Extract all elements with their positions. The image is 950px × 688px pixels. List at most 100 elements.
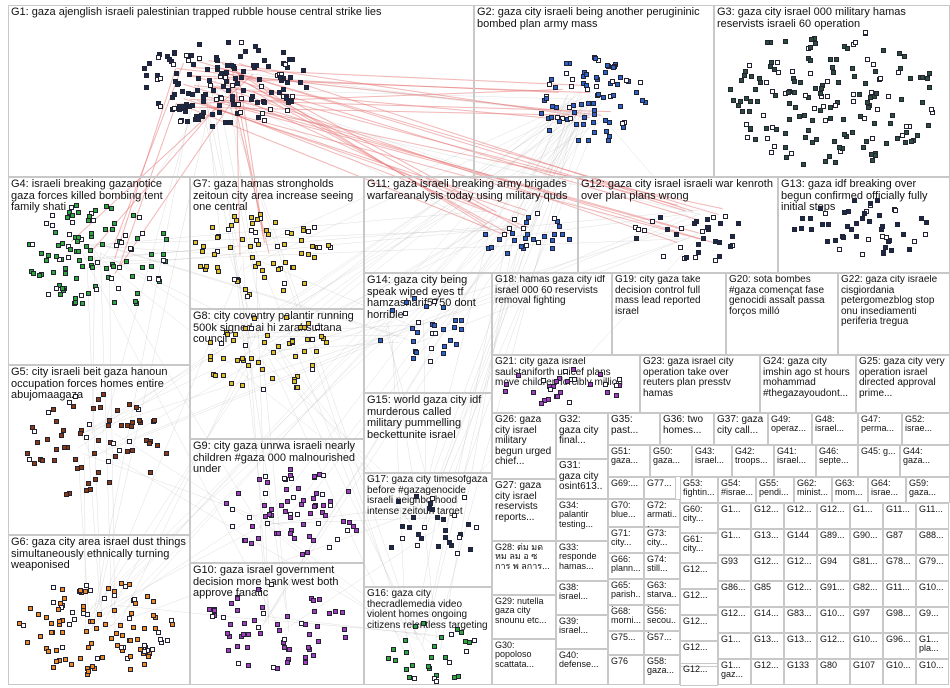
group-cell-g73[interactable]: G73: city... [644,527,680,553]
graph-node[interactable] [503,381,509,387]
graph-node[interactable] [765,135,771,141]
graph-node[interactable] [429,654,435,660]
graph-node[interactable] [457,534,463,540]
graph-node[interactable] [842,131,848,137]
graph-node[interactable] [845,46,851,52]
graph-node[interactable] [192,239,198,245]
graph-node[interactable] [109,205,115,211]
graph-node[interactable] [164,638,170,644]
small-group-cell[interactable]: G107 [850,659,883,685]
graph-node[interactable] [229,381,235,387]
small-group-cell[interactable]: G12... [784,581,817,607]
graph-node[interactable] [448,631,454,637]
graph-node[interactable] [614,81,620,87]
graph-node[interactable] [269,375,275,381]
graph-node[interactable] [228,222,234,228]
graph-node[interactable] [609,79,615,85]
graph-node[interactable] [59,586,65,592]
graph-node[interactable] [259,366,265,372]
graph-node[interactable] [211,88,217,94]
small-group-cell[interactable]: G82... [850,581,883,607]
graph-node[interactable] [414,542,420,548]
graph-node[interactable] [62,656,68,662]
group-cell-g26[interactable]: G26: gaza city israel military begun urg… [492,413,556,479]
graph-node[interactable] [130,624,136,630]
graph-node[interactable] [311,473,317,479]
graph-node[interactable] [742,73,748,79]
graph-node[interactable] [225,88,231,94]
graph-node[interactable] [108,275,114,281]
small-group-cell[interactable]: G1... [718,633,751,659]
group-cell-g34[interactable]: G34: palantir testing... [556,499,608,541]
graph-node[interactable] [50,584,56,590]
graph-node[interactable] [745,134,751,140]
graph-node[interactable] [146,60,152,66]
graph-node[interactable] [299,238,305,244]
graph-node[interactable] [833,237,839,243]
graph-node[interactable] [560,232,566,238]
graph-node[interactable] [576,138,582,144]
graph-node[interactable] [237,54,243,60]
graph-node[interactable] [291,264,297,270]
graph-node[interactable] [865,105,871,111]
graph-node[interactable] [426,505,432,511]
graph-node[interactable] [296,485,302,491]
small-group-cell[interactable]: G133 [784,659,817,685]
graph-node[interactable] [56,257,62,263]
graph-node[interactable] [861,211,867,217]
graph-node[interactable] [431,298,437,304]
graph-node[interactable] [723,213,729,219]
graph-node[interactable] [618,104,624,110]
graph-node[interactable] [167,57,173,63]
graph-node[interactable] [235,607,241,613]
graph-node[interactable] [314,623,320,629]
graph-node[interactable] [264,480,270,486]
graph-node[interactable] [283,259,289,265]
graph-node[interactable] [749,73,755,79]
graph-node[interactable] [606,120,612,126]
graph-node[interactable] [459,327,465,333]
group-cell-g77[interactable]: G77... [644,477,676,499]
small-group-cell[interactable]: G12... [751,555,784,581]
graph-node[interactable] [118,240,124,246]
graph-node[interactable] [73,393,79,399]
graph-node[interactable] [841,116,847,122]
graph-node[interactable] [294,385,300,391]
group-cell-g36[interactable]: G36: two homes... [660,413,714,445]
graph-node[interactable] [293,354,299,360]
graph-node[interactable] [603,117,609,123]
graph-node[interactable] [255,114,261,120]
graph-node[interactable] [864,99,870,105]
small-group-cell[interactable]: G12... [680,663,718,686]
graph-node[interactable] [116,447,122,453]
graph-node[interactable] [897,51,903,57]
graph-node[interactable] [268,582,274,588]
group-cell-g3[interactable]: G3: gaza city israel 000 military hamas … [714,5,950,177]
graph-node[interactable] [48,621,54,627]
group-cell-g19[interactable]: G19: city gaza take decision control ful… [612,273,726,355]
graph-node[interactable] [53,229,59,235]
graph-node[interactable] [72,616,78,622]
small-group-cell[interactable]: G1... [718,503,751,529]
graph-node[interactable] [619,120,625,126]
graph-node[interactable] [512,238,518,244]
graph-node[interactable] [825,93,831,99]
graph-node[interactable] [301,349,307,355]
group-cell-g17[interactable]: G17: gaza city timesofgaza before #gazag… [364,473,492,587]
graph-node[interactable] [823,117,829,123]
graph-node[interactable] [883,244,889,250]
graph-node[interactable] [196,117,202,122]
group-cell-g7[interactable]: G7: gaza hamas strongholds zeitoun city … [190,177,364,309]
graph-node[interactable] [870,136,876,142]
graph-node[interactable] [247,244,253,250]
graph-node[interactable] [311,608,317,614]
graph-node[interactable] [281,637,287,643]
graph-node[interactable] [399,524,405,530]
graph-node[interactable] [214,235,220,241]
graph-node[interactable] [127,438,133,444]
graph-node[interactable] [823,159,829,165]
small-group-cell[interactable]: G14... [751,607,784,633]
graph-node[interactable] [284,96,290,101]
graph-node[interactable] [137,214,143,220]
graph-node[interactable] [635,227,641,233]
